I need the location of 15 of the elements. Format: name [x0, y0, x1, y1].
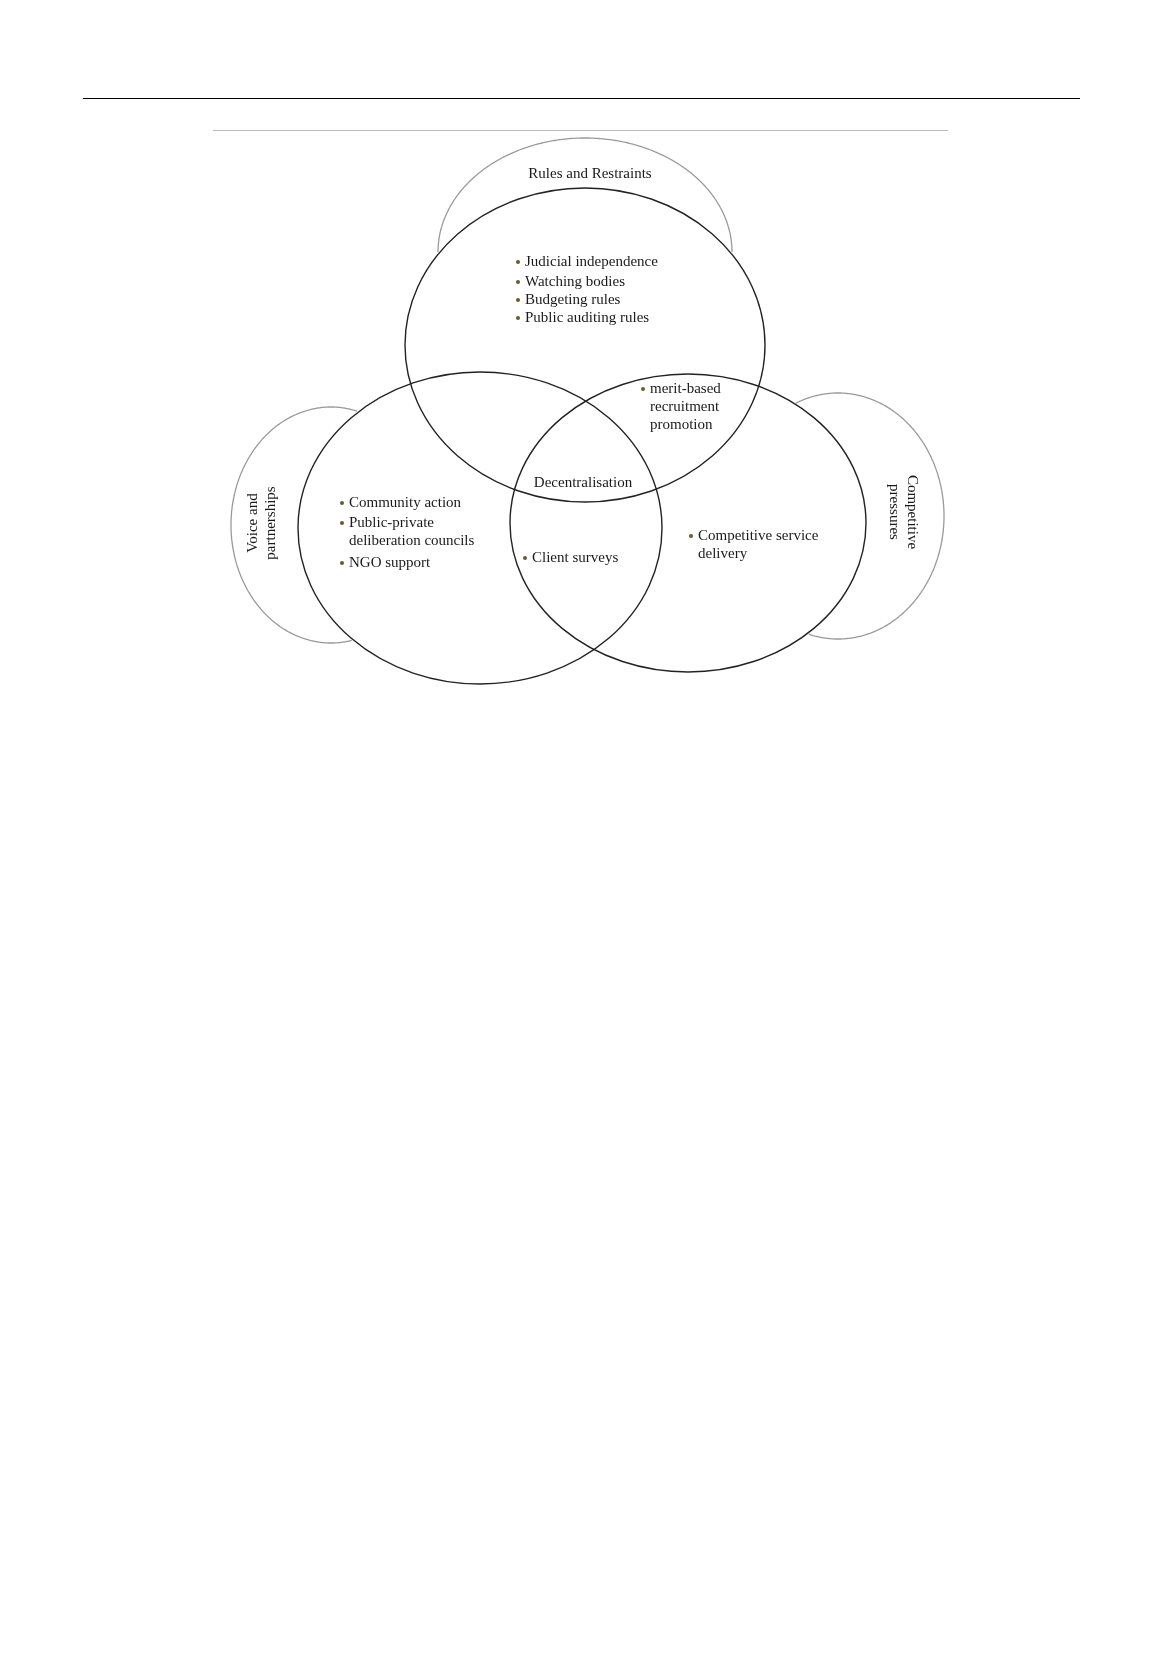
- category-title: Voice and partnerships: [243, 485, 279, 562]
- bullet-item: Client surveys: [522, 548, 619, 566]
- category-title: Competitive pressures: [886, 473, 922, 552]
- bullet-item: Competitive service delivery: [688, 526, 828, 562]
- venn-circle: [509, 373, 867, 673]
- bullet-item: Watching bodies: [515, 272, 626, 290]
- bullet-item: Public-private deliberation councils: [339, 513, 499, 549]
- bullet-item: merit-based recruitment promotion: [640, 379, 760, 433]
- bullet-item: Community action: [339, 493, 462, 511]
- bullet-item: Judicial independence: [515, 252, 658, 270]
- overlap-label: Decentralisation: [532, 473, 634, 491]
- bullet-item: NGO support: [339, 553, 431, 571]
- bullet-item: Public auditing rules: [515, 308, 650, 326]
- bullet-item: Budgeting rules: [515, 290, 621, 308]
- category-title: Rules and Restraints: [527, 164, 653, 182]
